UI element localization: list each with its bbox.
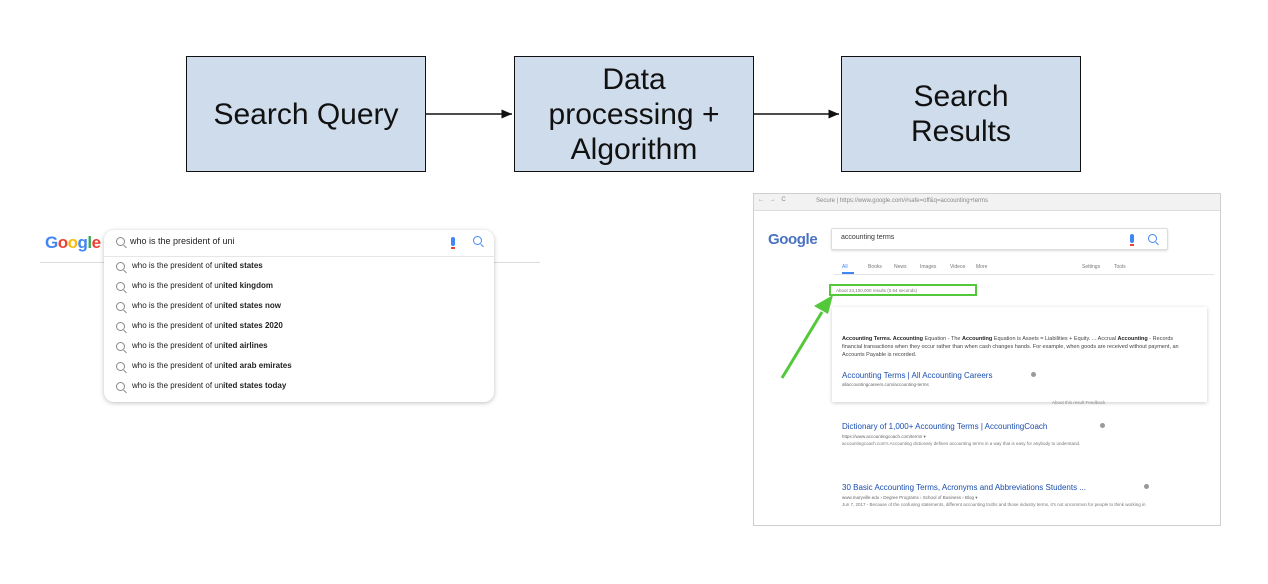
result-1-url[interactable]: https://www.accountingcoach.com/terms ▾ bbox=[842, 434, 926, 439]
suggestion-text: who is the president of united airlines bbox=[132, 341, 268, 350]
results-search-box[interactable]: accounting terms bbox=[831, 228, 1168, 250]
address-url[interactable]: Secure | https://www.google.com/#safe=of… bbox=[816, 198, 989, 204]
search-icon bbox=[116, 237, 125, 246]
search-icon bbox=[116, 322, 125, 331]
result-2-url[interactable]: www.maryville.edu › Degree Programs › Sc… bbox=[842, 495, 978, 500]
browser-nav-icons[interactable]: ← → C bbox=[758, 197, 788, 203]
search-submit-icon[interactable] bbox=[473, 236, 482, 245]
search-results-screenshot: ← → C Secure | https://www.google.com/#s… bbox=[753, 193, 1221, 526]
results-tab[interactable]: Images bbox=[920, 264, 937, 270]
featured-snippet-text: Accounting Terms. Accounting Equation - … bbox=[842, 335, 1192, 359]
search-bar[interactable]: who is the president of uni bbox=[104, 230, 494, 257]
logo-letter: e bbox=[91, 233, 101, 252]
info-icon[interactable] bbox=[1031, 372, 1036, 377]
suggestion-item[interactable]: who is the president of united states 20… bbox=[104, 318, 494, 338]
active-tab-indicator bbox=[842, 272, 854, 274]
logo-letter: g bbox=[77, 233, 88, 252]
snippet-text: Equation is Assets = Liabilities + Equit… bbox=[992, 336, 1118, 342]
logo-letter: G bbox=[45, 233, 58, 252]
search-icon bbox=[116, 262, 125, 271]
snippet-link-title[interactable]: Accounting Terms | All Accounting Career… bbox=[842, 371, 993, 380]
tabs-divider bbox=[834, 274, 1214, 275]
flow-box-search-results: Search Results bbox=[841, 56, 1081, 172]
search-icon bbox=[116, 302, 125, 311]
search-icon bbox=[116, 382, 125, 391]
featured-snippet-card: Accounting Terms. Accounting Equation - … bbox=[832, 307, 1207, 402]
suggestion-item[interactable]: who is the president of united kingdom bbox=[104, 278, 494, 298]
snippet-bold: Accounting Terms. Accounting bbox=[842, 336, 923, 342]
search-icon[interactable] bbox=[1148, 234, 1157, 243]
suggestion-item[interactable]: who is the president of united states no… bbox=[104, 298, 494, 318]
results-tab[interactable]: Settings bbox=[1082, 264, 1101, 270]
results-tab[interactable]: Books bbox=[868, 264, 882, 270]
logo-letter: l bbox=[87, 233, 92, 252]
snippet-link-url[interactable]: allaccountingcareers.com/accounting-term… bbox=[842, 382, 929, 387]
info-icon[interactable] bbox=[1144, 484, 1149, 489]
result-2-title[interactable]: 30 Basic Accounting Terms, Acronyms and … bbox=[842, 483, 1086, 492]
feedback-links[interactable]: About this result Feedback bbox=[1052, 400, 1106, 405]
flow-box-data-processing: Data processing + Algorithm bbox=[514, 56, 754, 172]
info-icon[interactable] bbox=[1100, 423, 1105, 428]
suggestion-text: who is the president of united states 20… bbox=[132, 321, 283, 330]
snippet-text: - Records financial transactions when th… bbox=[842, 336, 1179, 358]
search-input[interactable]: who is the president of uni bbox=[130, 236, 235, 246]
result-1-title[interactable]: Dictionary of 1,000+ Accounting Terms | … bbox=[842, 422, 1048, 431]
search-icon bbox=[116, 342, 125, 351]
browser-address-bar[interactable]: ← → C Secure | https://www.google.com/#s… bbox=[754, 194, 1220, 211]
microphone-icon[interactable] bbox=[1130, 234, 1134, 246]
snippet-text: Equation - The bbox=[922, 336, 963, 342]
google-logo: Google bbox=[45, 233, 101, 253]
results-tab[interactable]: All bbox=[842, 264, 848, 270]
suggestion-item[interactable]: who is the president of united arab emir… bbox=[104, 358, 494, 378]
flow-box-search-query: Search Query bbox=[186, 56, 426, 172]
suggestion-item[interactable]: who is the president of united states to… bbox=[104, 378, 494, 398]
result-count-highlight: About 24,100,000 results (0.54 seconds) bbox=[829, 284, 977, 296]
suggestion-item[interactable]: who is the president of united airlines bbox=[104, 338, 494, 358]
autocomplete-panel: who is the president of uni who is the p… bbox=[104, 230, 494, 402]
snippet-bold: Accounting bbox=[962, 336, 993, 342]
results-tab[interactable]: Videos bbox=[950, 264, 966, 270]
suggestion-text: who is the president of united states no… bbox=[132, 301, 281, 310]
suggestion-text: who is the president of united arab emir… bbox=[132, 361, 292, 370]
results-search-input[interactable]: accounting terms bbox=[841, 234, 895, 241]
snippet-bold: Accounting bbox=[1117, 336, 1148, 342]
suggestion-text: who is the president of united kingdom bbox=[132, 281, 273, 290]
microphone-icon[interactable] bbox=[451, 237, 455, 249]
results-tab[interactable]: More bbox=[976, 264, 988, 270]
search-icon bbox=[116, 282, 125, 291]
google-logo-results: Google bbox=[768, 231, 818, 248]
search-icon bbox=[116, 362, 125, 371]
result-1-description: accountingcoach.com's Accounting diction… bbox=[842, 441, 1081, 446]
suggestion-item[interactable]: who is the president of united states bbox=[104, 258, 494, 278]
logo-letter: o bbox=[67, 233, 78, 252]
logo-letter: o bbox=[57, 233, 68, 252]
suggestion-text: who is the president of united states to… bbox=[132, 381, 287, 390]
results-tab[interactable]: Tools bbox=[1114, 264, 1126, 270]
results-tab[interactable]: News bbox=[894, 264, 907, 270]
suggestion-text: who is the president of united states bbox=[132, 261, 263, 270]
result-2-description: Jun 7, 2017 - Because of the confusing s… bbox=[842, 502, 1146, 507]
